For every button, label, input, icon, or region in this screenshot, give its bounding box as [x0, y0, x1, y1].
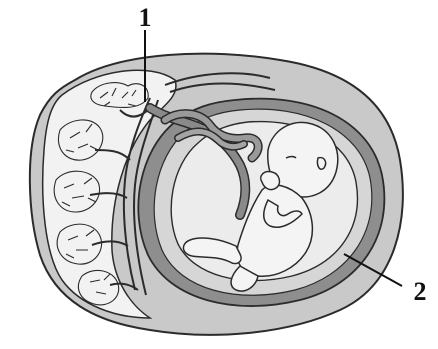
- label-2: 2: [414, 277, 427, 306]
- label-1: 1: [139, 3, 152, 32]
